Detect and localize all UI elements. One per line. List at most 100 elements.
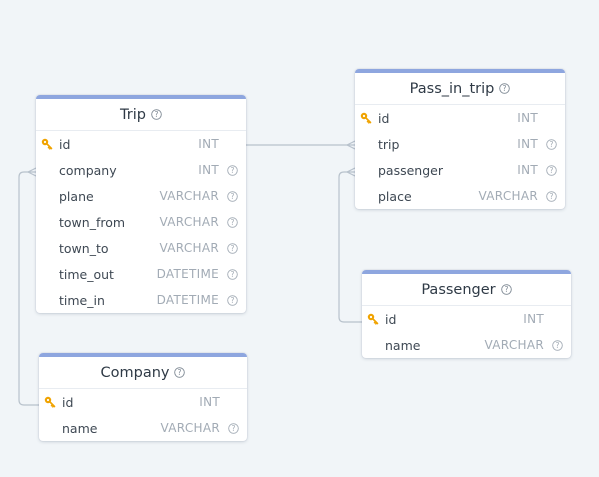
column-row[interactable]: town_to VARCHAR? <box>36 235 246 261</box>
column-type: VARCHAR <box>484 338 544 352</box>
column-row[interactable]: company INT? <box>36 157 246 183</box>
info-icon[interactable]: ? <box>219 190 246 202</box>
table-company[interactable]: Company ? id INT name VARCHAR? <box>39 353 247 441</box>
column-name: id <box>378 110 390 126</box>
svg-text:?: ? <box>556 341 560 350</box>
svg-text:?: ? <box>550 192 554 201</box>
table-accent-bar <box>362 270 571 274</box>
table-header[interactable]: Company ? <box>39 357 247 389</box>
info-icon[interactable]: ? <box>219 216 246 228</box>
svg-text:?: ? <box>231 218 235 227</box>
table-header[interactable]: Pass_in_trip ? <box>355 73 565 105</box>
info-icon[interactable]: ? <box>174 367 186 378</box>
column-row[interactable]: town_from VARCHAR? <box>36 209 246 235</box>
column-row[interactable]: time_in DATETIME? <box>36 287 246 313</box>
crows-foot-trip-company <box>27 167 37 177</box>
svg-text:?: ? <box>550 166 554 175</box>
svg-text:?: ? <box>232 424 236 433</box>
svg-text:?: ? <box>231 166 235 175</box>
svg-text:?: ? <box>231 244 235 253</box>
info-icon[interactable]: ? <box>500 284 512 295</box>
column-type: INT <box>199 395 220 409</box>
column-row[interactable]: name VARCHAR? <box>362 332 571 358</box>
svg-text:?: ? <box>503 84 507 93</box>
column-type: INT <box>517 163 538 177</box>
column-type: INT <box>198 163 219 177</box>
info-icon[interactable]: ? <box>219 268 246 280</box>
table-accent-bar <box>39 353 247 357</box>
primary-key-icon <box>36 138 58 150</box>
column-type: INT <box>523 312 544 326</box>
info-icon[interactable]: ? <box>151 109 162 120</box>
column-name: time_out <box>59 266 114 282</box>
column-type: DATETIME <box>156 267 219 281</box>
crows-foot-pass-in-trip-trip <box>346 140 356 150</box>
column-name: trip <box>378 136 400 152</box>
primary-key-icon <box>39 396 61 408</box>
info-icon[interactable]: ? <box>219 242 246 254</box>
column-row[interactable]: id INT <box>355 105 565 131</box>
table-title: Trip <box>120 106 146 123</box>
table-header[interactable]: Passenger ? <box>362 274 571 306</box>
primary-key-icon <box>362 313 384 325</box>
svg-text:?: ? <box>231 192 235 201</box>
column-row[interactable]: plane VARCHAR? <box>36 183 246 209</box>
svg-text:?: ? <box>154 110 158 119</box>
svg-text:?: ? <box>178 368 182 377</box>
column-type: VARCHAR <box>160 421 220 435</box>
column-type: VARCHAR <box>159 215 219 229</box>
column-name: time_in <box>59 292 105 308</box>
crows-foot-pass-in-trip-passenger <box>346 167 356 177</box>
column-type: INT <box>517 111 538 125</box>
svg-text:?: ? <box>550 140 554 149</box>
info-icon[interactable]: ? <box>538 164 565 176</box>
column-name: place <box>378 188 412 204</box>
info-icon[interactable]: ? <box>538 138 565 150</box>
column-type: VARCHAR <box>478 189 538 203</box>
info-icon[interactable]: ? <box>219 294 246 306</box>
table-title: Passenger <box>421 281 496 298</box>
svg-text:?: ? <box>231 270 235 279</box>
table-header[interactable]: Trip ? <box>36 99 246 131</box>
column-type: INT <box>198 137 219 151</box>
column-name: name <box>385 337 421 353</box>
column-row[interactable]: id INT <box>36 131 246 157</box>
info-icon[interactable]: ? <box>219 164 246 176</box>
column-row[interactable]: place VARCHAR? <box>355 183 565 209</box>
column-type: VARCHAR <box>159 241 219 255</box>
info-icon[interactable]: ? <box>499 83 511 94</box>
table-accent-bar <box>36 95 246 99</box>
info-icon[interactable]: ? <box>544 339 571 351</box>
column-name: id <box>385 311 397 327</box>
column-name: id <box>62 394 74 410</box>
column-name: town_from <box>59 214 126 230</box>
table-passenger[interactable]: Passenger ? id INT name VARCHAR? <box>362 270 571 358</box>
column-name: plane <box>59 188 94 204</box>
column-row[interactable]: name VARCHAR? <box>39 415 247 441</box>
svg-text:?: ? <box>231 296 235 305</box>
column-row[interactable]: id INT <box>39 389 247 415</box>
column-name: name <box>62 420 98 436</box>
table-title: Pass_in_trip <box>409 80 495 97</box>
column-row[interactable]: passenger INT? <box>355 157 565 183</box>
info-icon[interactable]: ? <box>538 190 565 202</box>
column-row[interactable]: trip INT? <box>355 131 565 157</box>
column-type: DATETIME <box>156 293 219 307</box>
column-row[interactable]: id INT <box>362 306 571 332</box>
column-name: company <box>59 162 117 178</box>
info-icon[interactable]: ? <box>220 422 247 434</box>
table-title: Company <box>100 364 170 381</box>
column-row[interactable]: time_out DATETIME? <box>36 261 246 287</box>
column-name: passenger <box>378 162 443 178</box>
column-name: id <box>59 136 71 152</box>
column-type: VARCHAR <box>159 189 219 203</box>
primary-key-icon <box>355 112 377 124</box>
column-name: town_to <box>59 240 109 256</box>
column-type: INT <box>517 137 538 151</box>
svg-text:?: ? <box>504 285 508 294</box>
